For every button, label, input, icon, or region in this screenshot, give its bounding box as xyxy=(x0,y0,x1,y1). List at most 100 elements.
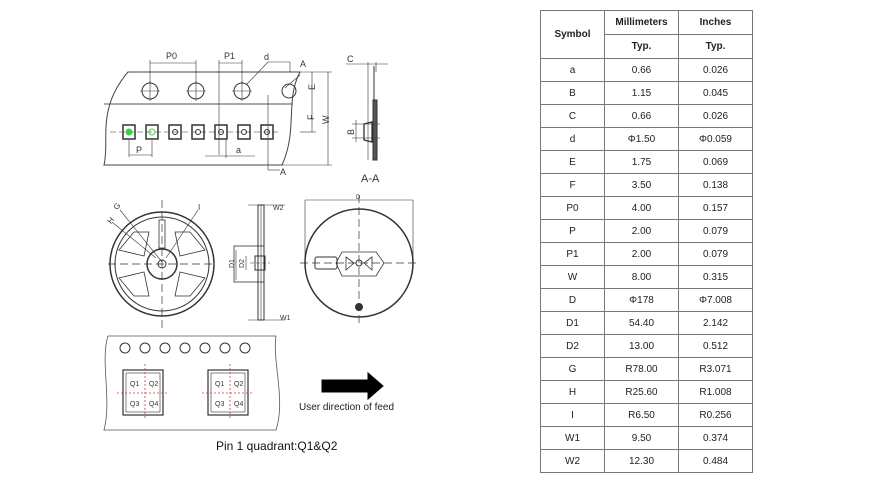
feed-arrow-icon xyxy=(321,371,384,401)
cell-mm: 4.00 xyxy=(604,196,679,220)
cell-symbol: d xyxy=(540,127,605,151)
reel-back-view: D xyxy=(300,195,420,325)
label-d: d xyxy=(264,52,269,62)
cell-inches: R0.256 xyxy=(678,403,753,427)
header-symbol: Symbol xyxy=(540,10,605,59)
label-H: H xyxy=(106,215,117,225)
pocket-2 xyxy=(202,364,253,420)
header-millimeters: Millimeters xyxy=(604,10,679,35)
label-D2: D2 xyxy=(239,259,246,268)
pocket-1 xyxy=(117,364,168,420)
cell-inches: 0.026 xyxy=(678,58,753,82)
label-D1: D1 xyxy=(229,259,236,268)
cell-inches: 0.374 xyxy=(678,426,753,450)
cell-mm: R6.50 xyxy=(604,403,679,427)
pocket2-q2: Q2 xyxy=(234,381,243,388)
label-A-top: A xyxy=(300,59,306,69)
cell-mm: 1.75 xyxy=(604,150,679,174)
label-W1: W1 xyxy=(280,315,291,322)
cell-symbol: G xyxy=(540,357,605,381)
cell-symbol: W2 xyxy=(540,449,605,473)
cell-inches: 0.079 xyxy=(678,219,753,243)
label-P0: P0 xyxy=(166,51,177,61)
label-B: B xyxy=(346,129,356,135)
cell-inches: 0.069 xyxy=(678,150,753,174)
label-W: W xyxy=(321,115,331,124)
pocket1-q1: Q1 xyxy=(130,381,139,388)
cell-inches: R1.008 xyxy=(678,380,753,404)
cell-symbol: B xyxy=(540,81,605,105)
cell-symbol: D2 xyxy=(540,334,605,358)
header-inches: Inches xyxy=(678,10,753,35)
pocket1-q2: Q2 xyxy=(149,381,158,388)
cell-symbol: E xyxy=(540,150,605,174)
cell-symbol: P0 xyxy=(540,196,605,220)
label-a: a xyxy=(236,145,241,155)
cell-inches: Φ7.008 xyxy=(678,288,753,312)
label-C: C xyxy=(347,54,354,64)
cell-symbol: W1 xyxy=(540,426,605,450)
cell-inches: Φ0.059 xyxy=(678,127,753,151)
label-P: P xyxy=(136,145,142,155)
cell-mm: 2.00 xyxy=(604,219,679,243)
cell-mm: R25.60 xyxy=(604,380,679,404)
label-F: F xyxy=(306,114,316,120)
cell-inches: 0.026 xyxy=(678,104,753,128)
cell-mm: 2.00 xyxy=(604,242,679,266)
cell-symbol: a xyxy=(540,58,605,82)
section-a-a: C B A-A xyxy=(346,54,388,185)
tape-reel-drawing: P0 P1 d A A E F W P a C B A-A xyxy=(103,51,420,431)
pocket1-q4: Q4 xyxy=(149,401,158,408)
header-typ-mm: Typ. xyxy=(604,34,679,59)
cell-mm: 13.00 xyxy=(604,334,679,358)
cell-mm: Φ1.50 xyxy=(604,127,679,151)
cell-symbol: I xyxy=(540,403,605,427)
label-E: E xyxy=(307,84,317,90)
cell-mm: 12.30 xyxy=(604,449,679,473)
label-P1: P1 xyxy=(224,51,235,61)
label-D: D xyxy=(356,195,361,201)
cell-inches: 0.045 xyxy=(678,81,753,105)
pin1-caption: Pin 1 quadrant:Q1&Q2 xyxy=(216,439,338,453)
cell-inches: 0.315 xyxy=(678,265,753,289)
cell-mm: 54.40 xyxy=(604,311,679,335)
cell-symbol: C xyxy=(540,104,605,128)
tape-holes-row xyxy=(119,342,251,354)
pocket2-q1: Q1 xyxy=(215,381,224,388)
section-title: A-A xyxy=(361,173,380,185)
cell-symbol: P xyxy=(540,219,605,243)
cell-symbol: W xyxy=(540,265,605,289)
cell-symbol: H xyxy=(540,380,605,404)
reel-side-view: W2 W1 D1 D2 xyxy=(229,204,291,322)
pin1-marker xyxy=(125,128,133,136)
tape-pockets xyxy=(110,124,280,140)
cell-inches: 0.512 xyxy=(678,334,753,358)
cell-inches: 0.157 xyxy=(678,196,753,220)
cell-mm: 0.66 xyxy=(604,104,679,128)
header-typ-in: Typ. xyxy=(678,34,753,59)
cell-inches: 2.142 xyxy=(678,311,753,335)
cell-mm: 0.66 xyxy=(604,58,679,82)
cell-symbol: F xyxy=(540,173,605,197)
cell-inches: 0.079 xyxy=(678,242,753,266)
cell-inches: 0.138 xyxy=(678,173,753,197)
label-G: G xyxy=(112,201,123,212)
reel-front-view: G H I xyxy=(106,200,216,330)
